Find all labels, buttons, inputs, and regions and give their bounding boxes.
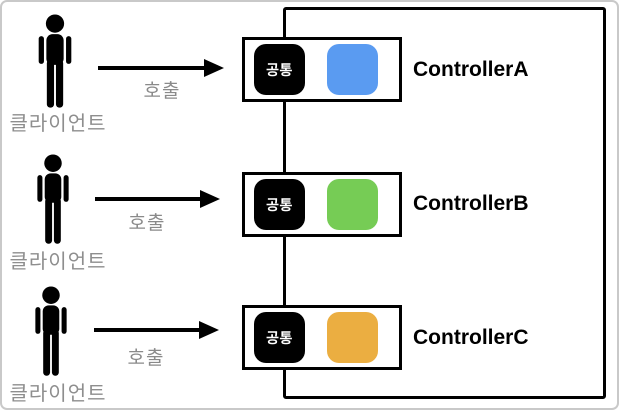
controller-color-chip: [327, 179, 378, 230]
client-person-icon: [34, 154, 72, 246]
client-person-icon: [35, 14, 75, 110]
arrow-head-icon: [199, 321, 219, 339]
call-arrow: [95, 190, 220, 208]
client-person-icon: [32, 286, 70, 378]
controller-name: ControllerB: [413, 192, 529, 215]
person-icon: [35, 286, 67, 376]
controller-box-b: 공통: [242, 172, 402, 237]
controller-name: ControllerA: [413, 58, 529, 81]
controller-box-c: 공통: [242, 305, 402, 370]
controller-box-a: 공통: [242, 37, 402, 102]
common-chip: 공통: [254, 312, 305, 363]
call-label: 호출: [128, 213, 166, 234]
person-icon: [38, 14, 72, 108]
call-arrow: [98, 59, 224, 77]
common-chip: 공통: [254, 44, 305, 95]
call-arrow: [94, 321, 219, 339]
call-label: 호출: [127, 348, 165, 369]
person-icon: [37, 154, 69, 244]
arrow-shaft: [94, 328, 202, 332]
controller-name: ControllerC: [413, 326, 529, 349]
common-chip: 공통: [254, 179, 305, 230]
controller-color-chip: [327, 44, 378, 95]
arrow-head-icon: [204, 59, 224, 77]
controller-color-chip: [327, 312, 378, 363]
arrow-head-icon: [200, 190, 220, 208]
arrow-shaft: [95, 197, 203, 201]
client-label: 클라이언트: [9, 251, 107, 273]
client-label: 클라이언트: [9, 383, 107, 405]
call-label: 호출: [143, 81, 181, 102]
client-label: 클라이언트: [9, 113, 107, 135]
arrow-shaft: [98, 66, 207, 70]
